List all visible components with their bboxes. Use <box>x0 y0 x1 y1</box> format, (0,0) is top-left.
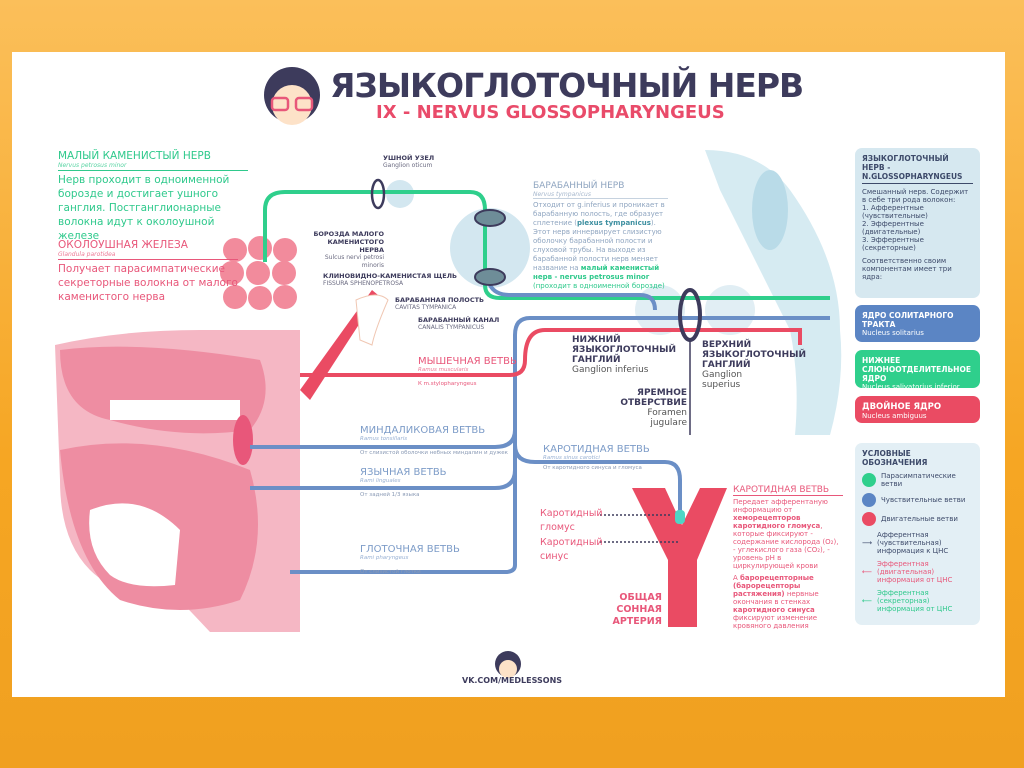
carotid-branch-line <box>513 444 682 515</box>
tympanic-cavity <box>450 208 530 288</box>
latin: Sulcus nervi petrosi minoris <box>324 254 384 269</box>
glomus-label: Каротидный гломус <box>540 508 603 533</box>
styloid <box>355 294 389 346</box>
carotid-info: КАРОТИДНАЯ ВЕТВЬ Передает афферентаную и… <box>733 485 843 630</box>
artery-label: ОБЩАЯ СОННАЯ АРТЕРИЯ <box>612 592 662 627</box>
lingual-branch-line <box>250 469 517 490</box>
latin: FISSURA SPHENOPETROSA <box>323 280 404 287</box>
text: Отходит от g.inferius и проникает в бара… <box>533 201 665 290</box>
legend: УСЛОВНЫЕ ОБОЗНАЧЕНИЯ Парасимпатические в… <box>855 443 980 625</box>
pons <box>752 170 788 250</box>
cavitas-label: БАРАБАННАЯ ПОЛОСТЬ <box>395 296 484 304</box>
latin: Nervus tympanicus <box>533 191 668 199</box>
tonsil <box>233 415 253 465</box>
latin: Ganglion inferius <box>572 365 649 375</box>
red-dot-icon <box>862 512 876 526</box>
arrow-left-icon: ⟵ <box>862 568 873 576</box>
carotid-glomus <box>675 510 685 524</box>
sinus-label: Каротидный синус <box>540 537 603 562</box>
otic-label: УШНОЙ УЗЕЛ <box>383 154 435 162</box>
latin: Foramen jugulare <box>647 408 687 428</box>
carotid-artery <box>632 488 727 627</box>
tonsillar-branch-line <box>250 429 517 449</box>
fissura-label: КЛИНОВИДНО-КАМЕНИСТАЯ ЩЕЛЬ <box>323 272 458 280</box>
page-title: ЯЗЫКОГЛОТОЧНЫЙ НЕРВ <box>330 66 804 105</box>
footer-link[interactable]: VK.COM/MEDLESSONS <box>462 676 563 685</box>
text: Получает парасимпатические секреторные в… <box>58 259 238 304</box>
blue-dot-icon <box>862 493 876 507</box>
footer-logo-icon <box>495 651 521 678</box>
tympanic-nerve <box>488 283 657 311</box>
canalis-label: БАРАБАННЫЙ КАНАЛ <box>418 316 500 324</box>
tympanic-nerve-block: БАРАБАННЫЙ НЕРВ Nervus tympanicus Отходи… <box>533 181 668 291</box>
teeth <box>110 400 240 420</box>
heading: МАЛЫЙ КАМЕНИСТЫЙ НЕРВ <box>58 150 211 162</box>
latin: Ganglion superius <box>702 370 743 390</box>
motor-nerve <box>300 328 802 377</box>
avatar-logo <box>264 67 320 125</box>
info-panel: ЯЗЫКОГЛОТОЧНЫЙ НЕРВ - N.GLOSSOPHARYNGEUS… <box>855 148 980 298</box>
latin: CANALIS TYMPANICUS <box>418 324 485 331</box>
parasympathetic-nerve <box>263 190 830 300</box>
latin: Ganglion oticum <box>383 162 433 169</box>
arrow-right-icon: ⟶ <box>862 539 873 547</box>
superior-ganglion-label: ВЕРХНИЙ ЯЗЫКОГЛОТОЧНЫЙ ГАНГЛИЙ <box>702 340 806 370</box>
parotid-block: ОКОЛОУШНАЯ ЖЕЛЕЗА Glandula parotidea Пол… <box>58 239 238 304</box>
jaw <box>89 503 180 587</box>
text: Нерв проходит в одноименной бороздe и до… <box>58 170 248 243</box>
sulcus-label: БОРОЗДА МАЛОГО КАМЕНИСТОГО НЕРВА <box>313 230 384 254</box>
page-subtitle: IX - NERVUS GLOSSOPHARYNGEUS <box>376 102 725 123</box>
latin: Nervus petrosus minor <box>58 162 127 169</box>
heading: БАРАБАННЫЙ НЕРВ <box>533 181 625 191</box>
heading: ОКОЛОУШНАЯ ЖЕЛЕЗА <box>58 239 188 251</box>
brainstem <box>705 150 842 435</box>
inferior-ganglion-label: НИЖНИЙ ЯЗЫКОГЛОТОЧНЫЙ ГАНГЛИЙ <box>572 335 676 365</box>
jugular-label: ЯРЕМНОЕ ОТВЕРСТВИЕ <box>620 388 687 408</box>
arrow-left-icon: ⟵ <box>862 597 873 605</box>
latin: CAVITAS TYMPANICA <box>395 304 457 311</box>
green-dot-icon <box>862 473 876 487</box>
lesser-petrosal-block: МАЛЫЙ КАМЕНИСТЫЙ НЕРВ Nervus petrosus mi… <box>58 150 248 243</box>
latin: Glandula parotidea <box>58 251 116 258</box>
